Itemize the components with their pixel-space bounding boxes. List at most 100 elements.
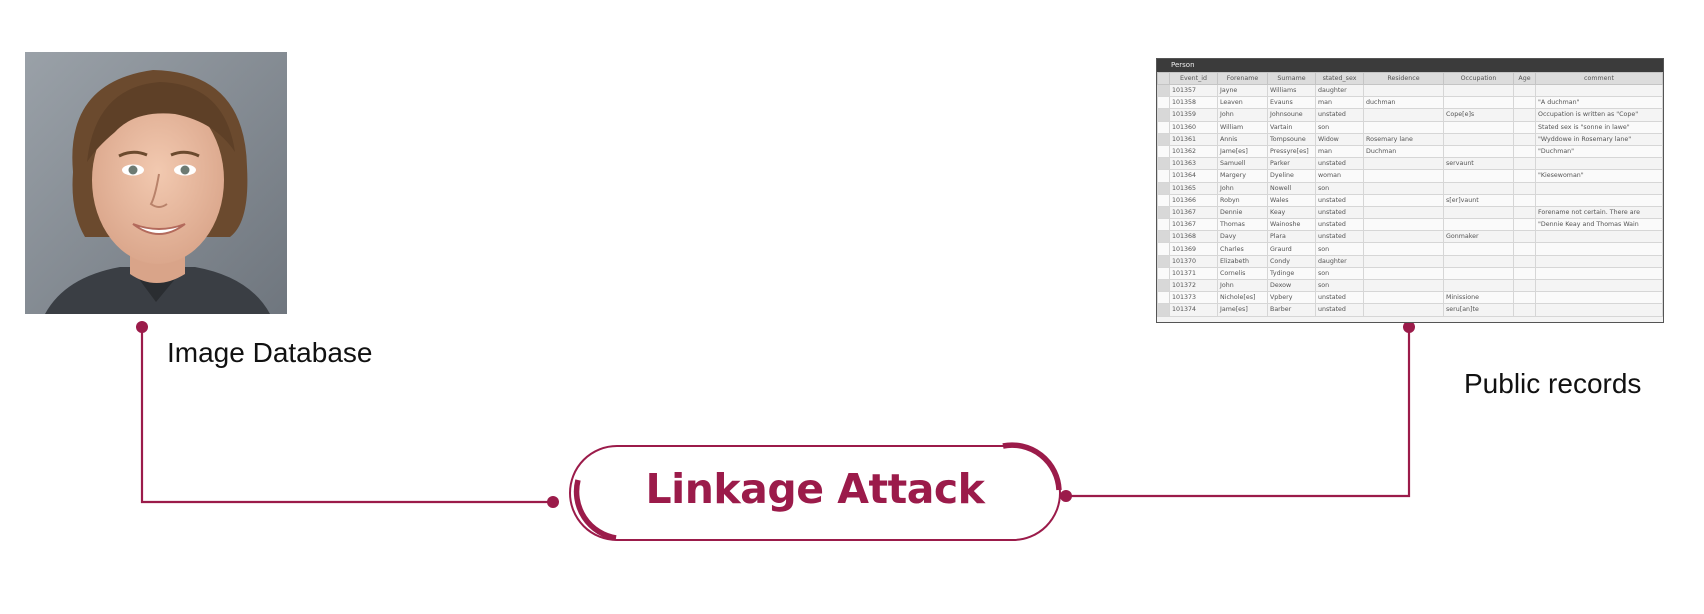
table-cell[interactable]: 101370: [1169, 254, 1218, 268]
row-selector[interactable]: [1157, 278, 1170, 293]
column-header[interactable]: comment: [1535, 72, 1663, 85]
table-cell[interactable]: Evauns: [1267, 96, 1316, 110]
table-cell[interactable]: son: [1315, 181, 1364, 195]
table-cell[interactable]: [1443, 242, 1514, 256]
table-cell[interactable]: [1535, 278, 1663, 293]
table-cell[interactable]: [1443, 169, 1514, 183]
table-cell[interactable]: 101368: [1169, 230, 1218, 244]
table-cell[interactable]: Dennie: [1217, 205, 1268, 220]
table-cell[interactable]: [1513, 291, 1536, 305]
row-selector[interactable]: [1157, 303, 1170, 317]
table-cell[interactable]: unstated: [1315, 205, 1364, 220]
table-cell[interactable]: [1363, 169, 1444, 183]
table-cell[interactable]: [1513, 181, 1536, 195]
table-cell[interactable]: [1363, 230, 1444, 244]
table-cell[interactable]: [1363, 303, 1444, 317]
table-cell[interactable]: unstated: [1315, 108, 1364, 122]
table-cell[interactable]: [1363, 157, 1444, 171]
table-cell[interactable]: [1363, 120, 1444, 134]
table-cell[interactable]: [1513, 242, 1536, 256]
table-cell[interactable]: Occupation is written as "Cope": [1535, 108, 1663, 122]
table-cell[interactable]: Vartain: [1267, 120, 1316, 134]
table-cell[interactable]: [1513, 120, 1536, 134]
table-cell[interactable]: Leaven: [1217, 96, 1268, 110]
table-cell[interactable]: unstated: [1315, 218, 1364, 232]
table-cell[interactable]: 101360: [1169, 120, 1218, 134]
table-cell[interactable]: [1513, 132, 1536, 146]
table-cell[interactable]: [1363, 254, 1444, 268]
table-cell[interactable]: unstated: [1315, 291, 1364, 305]
table-cell[interactable]: [1535, 242, 1663, 256]
table-cell[interactable]: 101371: [1169, 266, 1218, 281]
table-cell[interactable]: [1363, 108, 1444, 122]
table-cell[interactable]: 101361: [1169, 132, 1218, 146]
table-cell[interactable]: [1513, 303, 1536, 317]
table-cell[interactable]: unstated: [1315, 157, 1364, 171]
row-selector[interactable]: [1157, 193, 1170, 207]
row-selector[interactable]: [1157, 205, 1170, 220]
table-cell[interactable]: [1513, 157, 1536, 171]
table-cell[interactable]: [1513, 96, 1536, 110]
table-cell[interactable]: 101359: [1169, 108, 1218, 122]
table-cell[interactable]: [1535, 181, 1663, 195]
table-cell[interactable]: Wainoshe: [1267, 218, 1316, 232]
table-cell[interactable]: son: [1315, 120, 1364, 134]
table-cell[interactable]: woman: [1315, 169, 1364, 183]
table-cell[interactable]: son: [1315, 278, 1364, 293]
table-cell[interactable]: Gonmaker: [1443, 230, 1514, 244]
table-cell[interactable]: unstated: [1315, 230, 1364, 244]
column-header[interactable]: Event_id: [1169, 72, 1218, 85]
table-cell[interactable]: Annis: [1217, 132, 1268, 146]
table-cell[interactable]: 101366: [1169, 193, 1218, 207]
table-cell[interactable]: [1443, 144, 1514, 159]
table-cell[interactable]: Dyeline: [1267, 169, 1316, 183]
table-cell[interactable]: [1535, 193, 1663, 207]
table-cell[interactable]: Plara: [1267, 230, 1316, 244]
table-cell[interactable]: Nowell: [1267, 181, 1316, 195]
table-cell[interactable]: 101374: [1169, 303, 1218, 317]
table-cell[interactable]: [1535, 157, 1663, 171]
table-cell[interactable]: Margery: [1217, 169, 1268, 183]
table-cell[interactable]: Condy: [1267, 254, 1316, 268]
column-header[interactable]: Occupation: [1443, 72, 1514, 85]
table-cell[interactable]: Elizabeth: [1217, 254, 1268, 268]
row-selector[interactable]: [1157, 254, 1170, 268]
table-cell[interactable]: [1363, 266, 1444, 281]
table-cell[interactable]: [1535, 83, 1663, 98]
table-cell[interactable]: 101364: [1169, 169, 1218, 183]
table-cell[interactable]: Graurd: [1267, 242, 1316, 256]
table-cell[interactable]: Forename not certain. There are: [1535, 205, 1663, 220]
table-cell[interactable]: [1513, 108, 1536, 122]
table-cell[interactable]: [1513, 193, 1536, 207]
table-cell[interactable]: 101357: [1169, 83, 1218, 98]
table-cell[interactable]: son: [1315, 266, 1364, 281]
table-cell[interactable]: Duchman: [1363, 144, 1444, 159]
table-cell[interactable]: Pressyre[es]: [1267, 144, 1316, 159]
column-header[interactable]: Forename: [1217, 72, 1268, 85]
table-cell[interactable]: 101373: [1169, 291, 1218, 305]
table-cell[interactable]: [1443, 132, 1514, 146]
table-cell[interactable]: man: [1315, 96, 1364, 110]
row-selector[interactable]: [1157, 169, 1170, 183]
table-cell[interactable]: Nichole[es]: [1217, 291, 1268, 305]
table-cell[interactable]: 101358: [1169, 96, 1218, 110]
table-cell[interactable]: "Wyddowe in Rosemary lane": [1535, 132, 1663, 146]
row-selector[interactable]: [1157, 83, 1170, 98]
table-cell[interactable]: [1363, 83, 1444, 98]
table-cell[interactable]: servaunt: [1443, 157, 1514, 171]
column-header[interactable]: Surname: [1267, 72, 1316, 85]
table-cell[interactable]: [1535, 230, 1663, 244]
row-selector[interactable]: [1157, 218, 1170, 232]
table-cell[interactable]: Rosemary lane: [1363, 132, 1444, 146]
table-cell[interactable]: [1363, 181, 1444, 195]
row-selector[interactable]: [1157, 108, 1170, 122]
table-cell[interactable]: Widow: [1315, 132, 1364, 146]
table-cell[interactable]: seru[an]te: [1443, 303, 1514, 317]
